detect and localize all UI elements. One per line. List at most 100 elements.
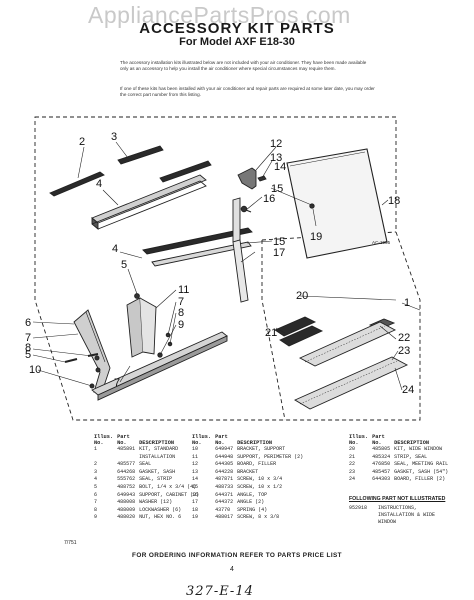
callout-24: 24 xyxy=(402,384,414,396)
table-cell: SPRING (4) xyxy=(237,506,268,513)
table-cell: 7 xyxy=(94,499,98,506)
table-cell: 485457 xyxy=(372,468,391,475)
table-cell: SCREW, 10 x 3/4 xyxy=(237,476,283,483)
col-illus-no: Illus.No. xyxy=(349,434,369,446)
table-cell: 485577 xyxy=(117,461,136,468)
table-cell: 23 xyxy=(349,468,356,475)
callout-numbers: 2 3 4 4 5 6 7 5 8 10 11 7 8 9 12 13 14 1… xyxy=(25,131,414,396)
table-cell: 644305 xyxy=(215,461,234,468)
callout-7c: 7 xyxy=(114,377,120,389)
table-cell xyxy=(115,454,137,462)
table-cell: ANGLE (2) xyxy=(237,499,265,506)
callout-10: 10 xyxy=(29,364,41,376)
table-cell: 6 xyxy=(94,491,98,498)
col-description: DESCRIPTION xyxy=(139,440,175,446)
table-cell: 11 xyxy=(192,453,199,460)
table-cell: 10 xyxy=(192,446,199,452)
table-cell: 24 xyxy=(349,476,356,483)
page-number: 4 xyxy=(230,566,234,573)
callout-16: 16 xyxy=(263,193,275,205)
seal-strips xyxy=(49,145,212,230)
following-part-description: INSTRUCTIONS, INSTALLATION & WIDE WINDOW xyxy=(378,505,436,525)
callout-18: 18 xyxy=(388,195,400,207)
table-cell: BOARD, FILLER (2) xyxy=(394,476,446,483)
table-cell: 22 xyxy=(349,461,356,468)
table-cell: SUPPORT, CABINET (2) xyxy=(139,491,200,498)
table-cell: 18 xyxy=(192,506,199,513)
following-part-row: 952918 INSTRUCTIONS, INSTALLATION & WIDE… xyxy=(349,505,435,526)
table-cell: 488020 xyxy=(117,514,136,521)
table-cell: 12 xyxy=(192,461,199,468)
callout-11: 11 xyxy=(178,284,189,296)
table-cell xyxy=(92,454,115,462)
handwritten-note: 327-E-14 xyxy=(186,584,254,599)
table-cell: 488017 xyxy=(215,514,234,521)
table-cell: 13 xyxy=(192,468,199,475)
table-cell: INSTALLATION xyxy=(139,453,176,460)
table-cell: 2 xyxy=(94,461,98,468)
col-illus-no: Illus.No. xyxy=(192,434,212,446)
table-cell: 487871 xyxy=(215,476,234,483)
watermark: AppliancePartsPros.com xyxy=(88,2,351,28)
callout-9: 9 xyxy=(178,319,184,331)
table-cell: 8 xyxy=(94,506,98,513)
callout-14: 14 xyxy=(274,161,286,173)
table-cell: KIT, STANDARD xyxy=(139,446,179,452)
callout-21: 21 xyxy=(265,327,277,339)
intro-paragraph-2: If one of these kits has been installed … xyxy=(120,86,375,97)
table-cell: GASKET, SASH xyxy=(139,468,176,475)
following-part-heading: FOLLOWING PART NOT ILLUSTRATED xyxy=(349,496,446,502)
callout-1: 1 xyxy=(404,297,410,309)
table-cell: 649947 xyxy=(215,446,234,452)
table-cell: 555762 xyxy=(117,476,136,483)
table-cell: 476850 xyxy=(372,461,391,468)
table-cell: 17 xyxy=(192,499,199,506)
col-description: DESCRIPTION xyxy=(394,440,430,446)
table-cell: SUPPORT, PERIMETER (2) xyxy=(237,453,304,460)
table-cell: 485324 xyxy=(372,453,391,460)
table-cell: 43770 xyxy=(215,506,231,513)
table-cell: 488008 xyxy=(117,499,136,506)
table-cell: WASHER (12) xyxy=(139,499,173,506)
table-cell: 644371 xyxy=(215,491,234,498)
callout-22: 22 xyxy=(398,332,410,344)
footer-code: 7/751 xyxy=(64,540,77,546)
table-cell: BOARD, FILLER xyxy=(237,461,277,468)
table-cell: 19 xyxy=(192,514,199,521)
table-cell: ANGLE, TOP xyxy=(237,491,268,498)
callout-3: 3 xyxy=(111,131,117,143)
callout-6: 6 xyxy=(25,317,31,329)
table-cell: BOLT, 1/4 x 3/4 (4) xyxy=(139,483,197,490)
table-cell: 485891 xyxy=(117,446,136,452)
table-cell: SCREW, 10 x 1/2 xyxy=(237,483,283,490)
table-cell: 488009 xyxy=(117,506,136,513)
table-cell: 14 xyxy=(192,476,199,483)
table-cell: 20 xyxy=(349,446,356,452)
table-cell: 488733 xyxy=(215,483,234,490)
table-cell: SEAL, STRIP xyxy=(139,476,173,483)
table-cell: STRIP, SEAL xyxy=(394,453,428,460)
callout-5b: 5 xyxy=(25,349,31,361)
